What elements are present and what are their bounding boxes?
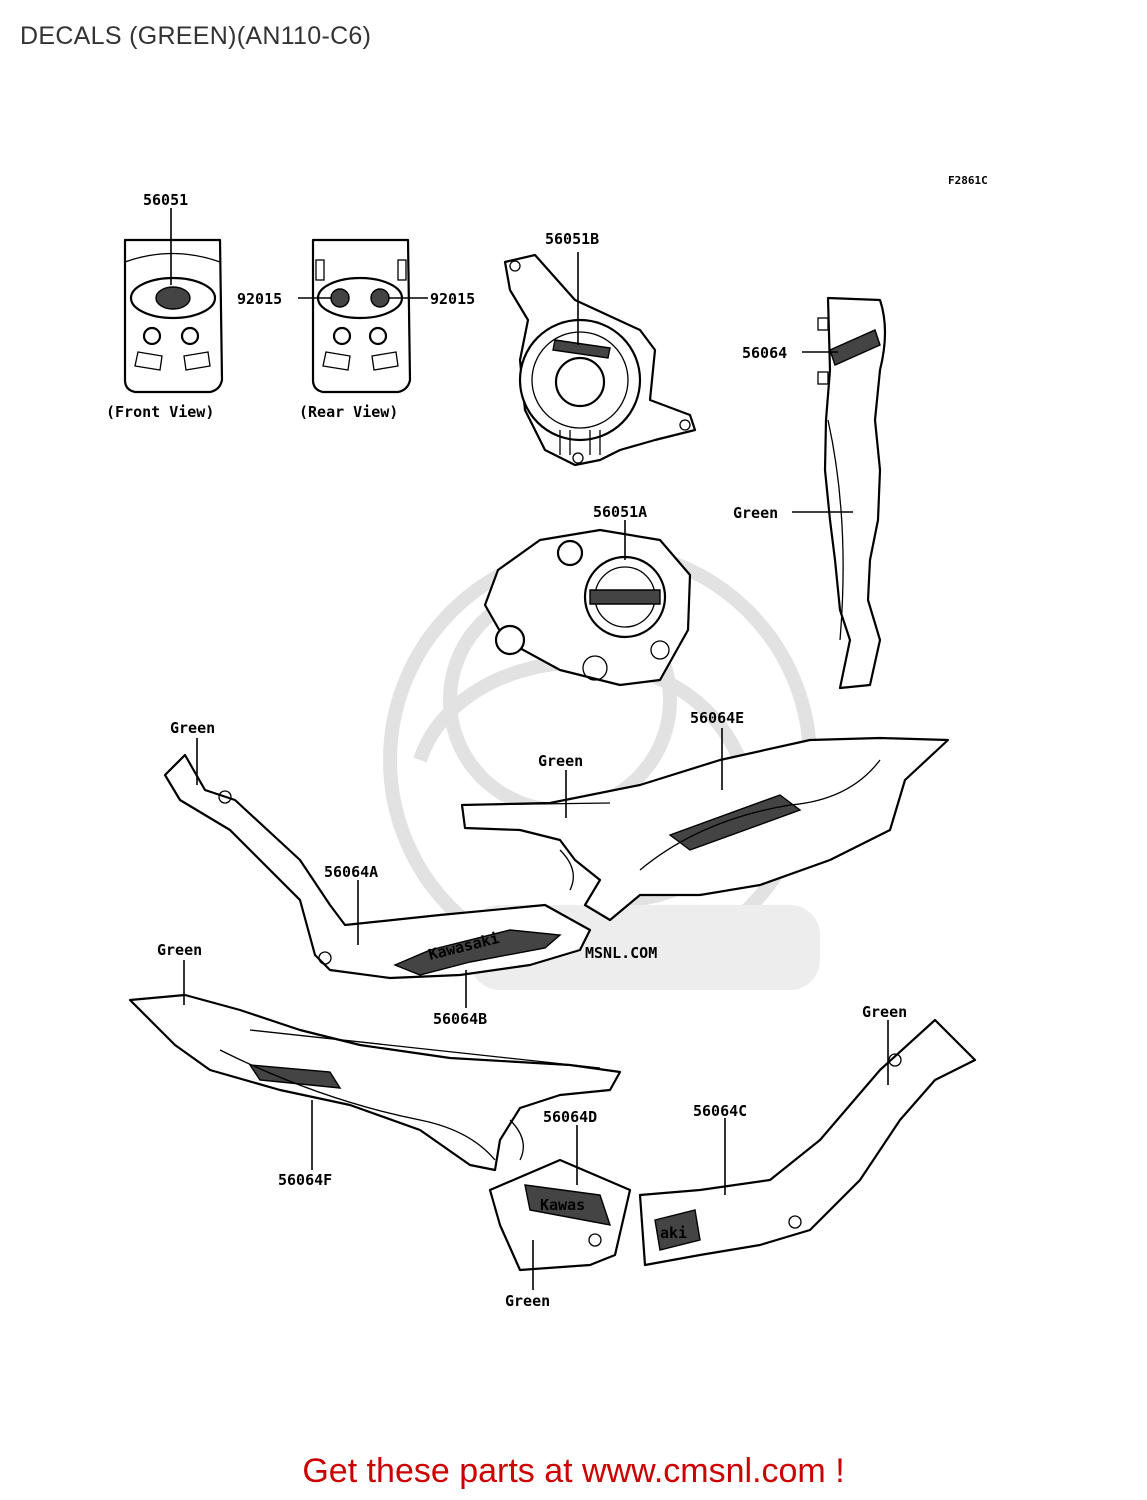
label-56064D: 56064D <box>543 1108 597 1126</box>
label-56064B: 56064B <box>433 1010 487 1028</box>
label-56064C: 56064C <box>693 1102 747 1120</box>
decal-text-56064C: aki <box>660 1224 687 1242</box>
label-56051A: 56051A <box>593 503 647 521</box>
label-92015-right: 92015 <box>430 290 475 308</box>
watermark-text: MSNL.COM <box>585 944 657 962</box>
label-56051: 56051 <box>143 191 188 209</box>
side-panel-decal: Kawas <box>488 1158 632 1272</box>
label-56064E: 56064E <box>690 709 744 727</box>
frame-shroud-left: Kawasaki <box>163 753 592 980</box>
label-56064: 56064 <box>742 344 787 362</box>
label-56051B: 56051B <box>545 230 599 248</box>
label-green-bottom-right: Green <box>862 1003 907 1021</box>
label-56064A: 56064A <box>324 863 378 881</box>
emblem-front-view <box>123 238 224 394</box>
label-green-center: Green <box>538 752 583 770</box>
side-cover <box>817 296 887 690</box>
clutch-cover <box>483 528 692 687</box>
seat-cover-left <box>128 993 622 1172</box>
seat-cover-right <box>460 736 950 922</box>
figure-code: F2861C <box>948 174 988 187</box>
label-rear-view: (Rear View) <box>299 403 398 421</box>
label-green-frame-top: Green <box>170 719 215 737</box>
label-56064F: 56064F <box>278 1171 332 1189</box>
label-green-bottom: Green <box>505 1292 550 1310</box>
label-green-right: Green <box>733 504 778 522</box>
page-title: DECALS (GREEN)(AN110-C6) <box>20 22 372 50</box>
label-green-left: Green <box>157 941 202 959</box>
stator-cover <box>503 253 697 467</box>
footer-link[interactable]: Get these parts at www.cmsnl.com ! <box>302 1452 845 1490</box>
label-front-view: (Front View) <box>106 403 214 421</box>
label-92015-left: 92015 <box>237 290 282 308</box>
emblem-rear-view <box>311 238 412 394</box>
frame-shroud-right: aki <box>638 1018 977 1267</box>
decal-text-56064D: Kawas <box>540 1196 585 1214</box>
